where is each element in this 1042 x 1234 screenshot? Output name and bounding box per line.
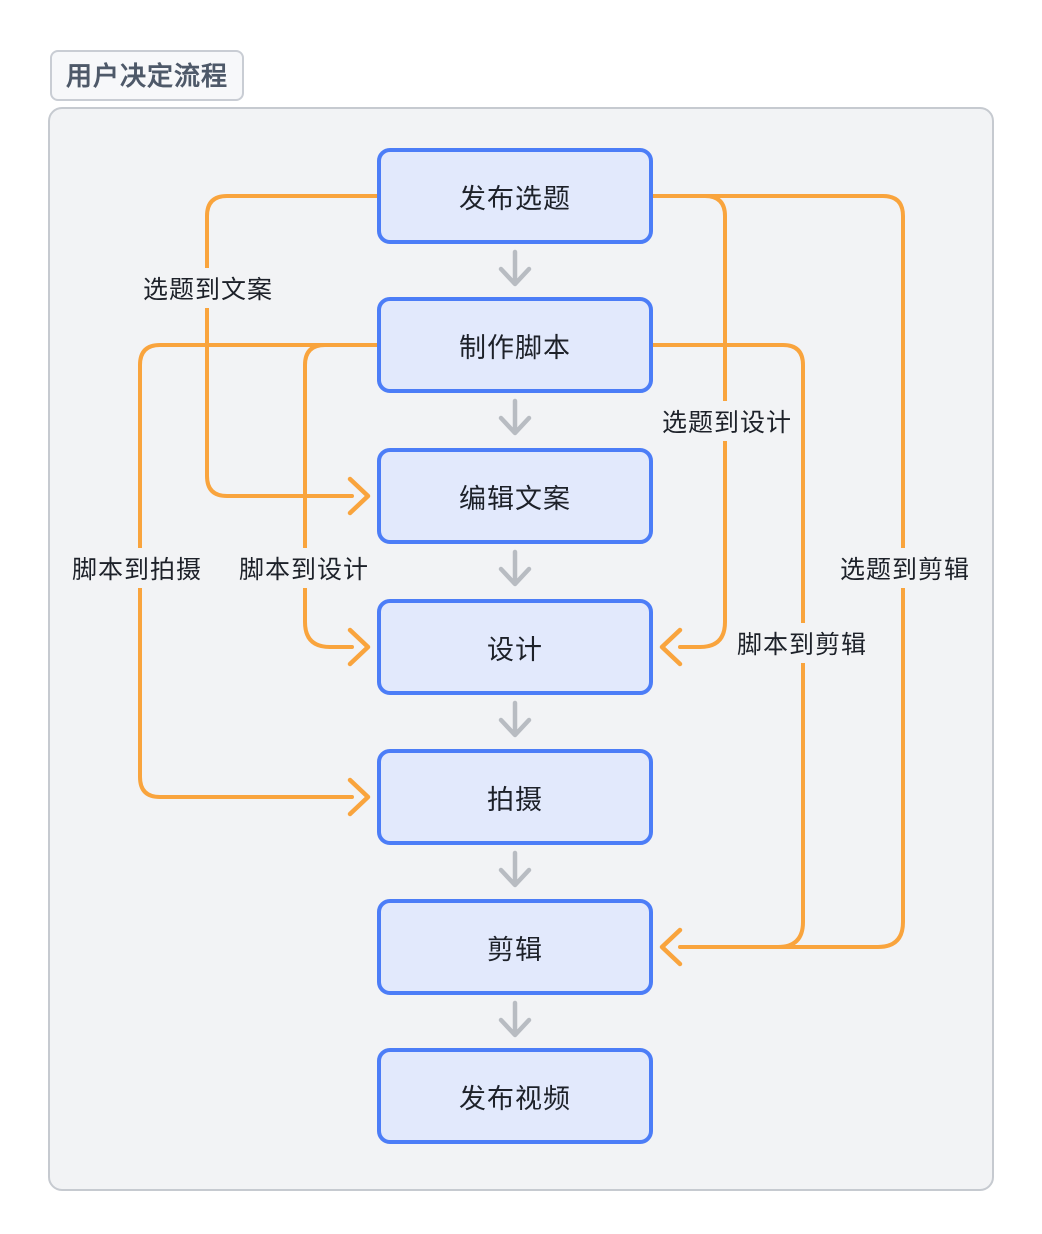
edge-topic-to-design-arrowhead-icon [659,627,683,667]
node-publish-topic-label: 发布选题 [459,183,571,214]
diagram-title: 用户决定流程 [66,61,229,91]
edge-label-topic-to-design: 选题到设计 [656,401,798,441]
edge-to-cut-arrowhead-icon [659,927,683,967]
edge-label-script-to-shoot: 脚本到拍摄 [66,548,208,588]
node-make-script: 制作脚本 [377,297,653,393]
flow-arrow-1 [498,249,532,287]
flow-arrow-5 [498,850,532,888]
node-shoot-label: 拍摄 [487,784,543,815]
flow-arrow-2 [498,398,532,436]
node-publish-video-label: 发布视频 [459,1083,571,1114]
edge-topic-to-copy-arrowhead-icon [347,476,371,516]
flow-arrow-4 [498,700,532,738]
edge-script-to-design-path [303,343,379,649]
node-publish-video: 发布视频 [377,1048,653,1144]
edge-label-script-to-design: 脚本到设计 [233,548,375,588]
edge-script-to-design-arrowhead-icon [347,627,371,667]
node-cut-label: 剪辑 [487,934,543,965]
edge-label-topic-to-copy: 选题到文案 [137,268,279,308]
edge-label-topic-to-cut: 选题到剪辑 [834,548,976,588]
edge-script-to-shoot-arrowhead-icon [347,777,371,817]
edge-label-script-to-cut: 脚本到剪辑 [731,623,873,663]
flow-arrow-6 [498,1000,532,1038]
node-publish-topic: 发布选题 [377,148,653,244]
node-make-script-label: 制作脚本 [459,332,571,363]
node-edit-copy-label: 编辑文案 [459,483,571,514]
node-design: 设计 [377,599,653,695]
node-design-label: 设计 [487,634,543,665]
node-edit-copy: 编辑文案 [377,448,653,544]
node-cut: 剪辑 [377,899,653,995]
diagram-title-badge: 用户决定流程 [50,50,245,101]
node-shoot: 拍摄 [377,749,653,845]
flow-arrow-3 [498,549,532,587]
